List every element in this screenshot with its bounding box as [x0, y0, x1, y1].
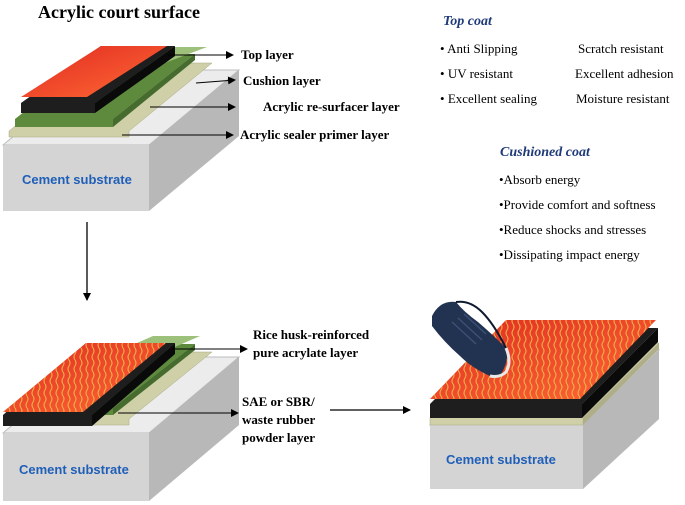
substrate-label-top: Cement substrate [22, 172, 132, 187]
cushioned-coat-item: •Dissipating impact energy [499, 247, 640, 262]
cushioned-coat-item: •Reduce shocks and stresses [499, 222, 647, 237]
label-top-layer: Top layer [241, 47, 294, 62]
top-red-layer [21, 46, 167, 97]
label-resurfacer-layer: Acrylic re-surfacer layer [263, 99, 400, 114]
page-title: Acrylic court surface [38, 2, 200, 22]
substrate-label-bottom-right: Cement substrate [446, 452, 556, 467]
top-coat-right-item: Moisture resistant [576, 91, 670, 106]
top-coat-right-item: Excellent adhesion [575, 66, 674, 81]
bottom-left-layer-stack [1, 336, 241, 501]
substrate-right-face [149, 70, 239, 211]
cushioned-coat-item: •Absorb energy [499, 172, 581, 187]
top-coat-left-item: • Excellent sealing [440, 91, 537, 106]
cushioned-coat-heading: Cushioned coat [500, 145, 590, 160]
top-coat-left-item: • UV resistant [440, 66, 513, 81]
label-cushion-layer: Cushion layer [243, 73, 321, 88]
substrate-front-face [3, 145, 149, 211]
top-layer-stack [1, 46, 241, 211]
sneaker-icon [432, 300, 511, 378]
top-coat-heading: Top coat [443, 14, 492, 29]
label-rubber-powder-layer: SAE or SBR/ waste rubber powder layer [242, 394, 316, 445]
cushioned-coat-item: •Provide comfort and softness [499, 197, 656, 212]
label-sealer-layer: Acrylic sealer primer layer [240, 127, 390, 142]
substrate-label-bottom-left: Cement substrate [19, 462, 129, 477]
label-rice-husk-layer: Rice husk-reinforced pure acrylate layer [253, 327, 370, 360]
top-coat-left-item: • Anti Slipping [440, 41, 518, 56]
top-coat-right-item: Scratch resistant [578, 41, 664, 56]
